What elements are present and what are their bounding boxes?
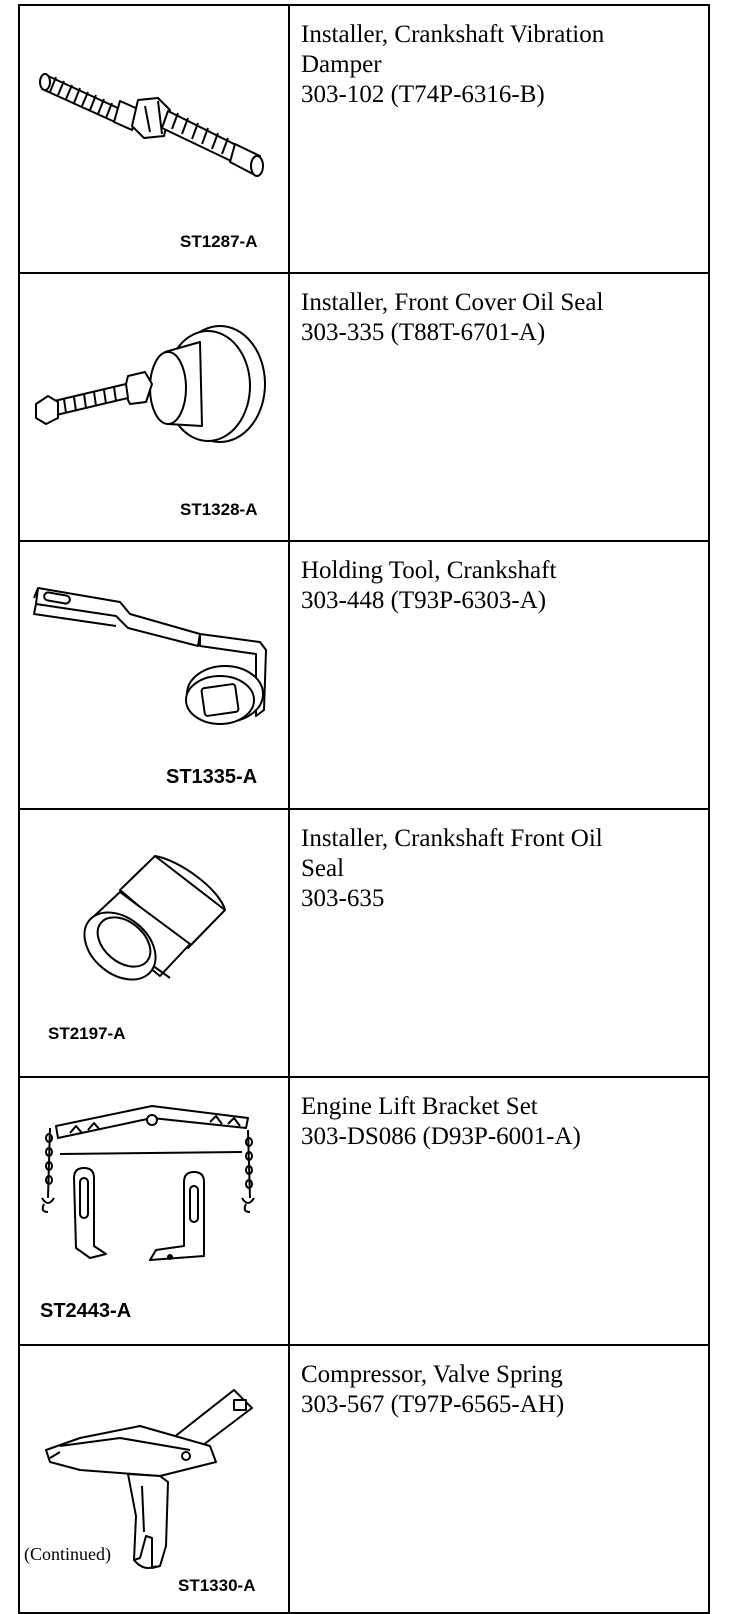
table-row: ST2197-A Installer, Crankshaft Front Oil… [18, 808, 710, 1078]
tool-name: Compressor, Valve Spring [301, 1361, 563, 1388]
table-row: ST2443-A Engine Lift Bracket Set 303-DS0… [18, 1076, 710, 1346]
engine-lift-bracket-set-icon [41, 1105, 255, 1261]
table-row: ST1287-A Installer, Crankshaft Vibration… [18, 4, 710, 274]
crankshaft-holding-tool-icon [33, 587, 267, 725]
tool-name: Installer, Front Cover Oil Seal [301, 289, 604, 316]
tool-name: Installer, Crankshaft Vibration [301, 21, 605, 48]
tool-description-cell: Engine Lift Bracket Set 303-DS086 (D93P-… [288, 1076, 710, 1346]
front-cover-oil-seal-installer-icon [35, 325, 266, 443]
tool-image-cell: ST1330-A [18, 1344, 290, 1614]
crankshaft-vibration-damper-installer-icon [39, 73, 264, 177]
tool-number: 303-448 (T93P-6303-A) [301, 587, 547, 614]
table-row: ST1328-A Installer, Front Cover Oil Seal… [18, 272, 710, 542]
valve-spring-compressor-icon [45, 1389, 253, 1569]
tool-image-cell: ST1287-A [18, 4, 290, 274]
crankshaft-front-oil-seal-installer-icon [83, 855, 226, 981]
tool-name-continued: Damper [301, 51, 382, 78]
tool-description-cell: Installer, Crankshaft Vibration Damper 3… [288, 4, 710, 274]
tool-number: 303-635 [301, 885, 385, 912]
special-tools-table: ST1287-A Installer, Crankshaft Vibration… [18, 4, 710, 1614]
figure-code: ST2197-A [48, 1024, 126, 1043]
figure-code: ST1335-A [166, 766, 258, 788]
table-row: ST1330-A Compressor, Valve Spring 303-56… [18, 1344, 710, 1614]
tool-image-cell: ST2443-A [18, 1076, 290, 1346]
tool-description-cell: Compressor, Valve Spring 303-567 (T97P-6… [288, 1344, 710, 1614]
tool-number: 303-335 (T88T-6701-A) [301, 319, 546, 346]
continued-note: (Continued) [24, 1544, 111, 1564]
tool-description-cell: Holding Tool, Crankshaft 303-448 (T93P-6… [288, 540, 710, 810]
tool-name: Engine Lift Bracket Set [301, 1093, 538, 1120]
figure-code: ST1330-A [178, 1576, 256, 1595]
figure-code: ST1287-A [180, 232, 258, 251]
tool-description-cell: Installer, Front Cover Oil Seal 303-335 … [288, 272, 710, 542]
tool-image-cell: ST2197-A [18, 808, 290, 1078]
tool-number: 303-567 (T97P-6565-AH) [301, 1391, 565, 1418]
figure-code: ST1328-A [180, 500, 258, 519]
figure-code: ST2443-A [40, 1300, 132, 1322]
tool-name: Installer, Crankshaft Front Oil [301, 825, 603, 852]
tool-number: 303-DS086 (D93P-6001-A) [301, 1123, 581, 1150]
tool-number: 303-102 (T74P-6316-B) [301, 81, 545, 108]
tool-image-cell: ST1328-A [18, 272, 290, 542]
tool-image-cell: ST1335-A [18, 540, 290, 810]
table-row: ST1335-A Holding Tool, Crankshaft 303-44… [18, 540, 710, 810]
tool-name-continued: Seal [301, 855, 345, 882]
tool-name: Holding Tool, Crankshaft [301, 557, 557, 584]
tool-description-cell: Installer, Crankshaft Front Oil Seal 303… [288, 808, 710, 1078]
